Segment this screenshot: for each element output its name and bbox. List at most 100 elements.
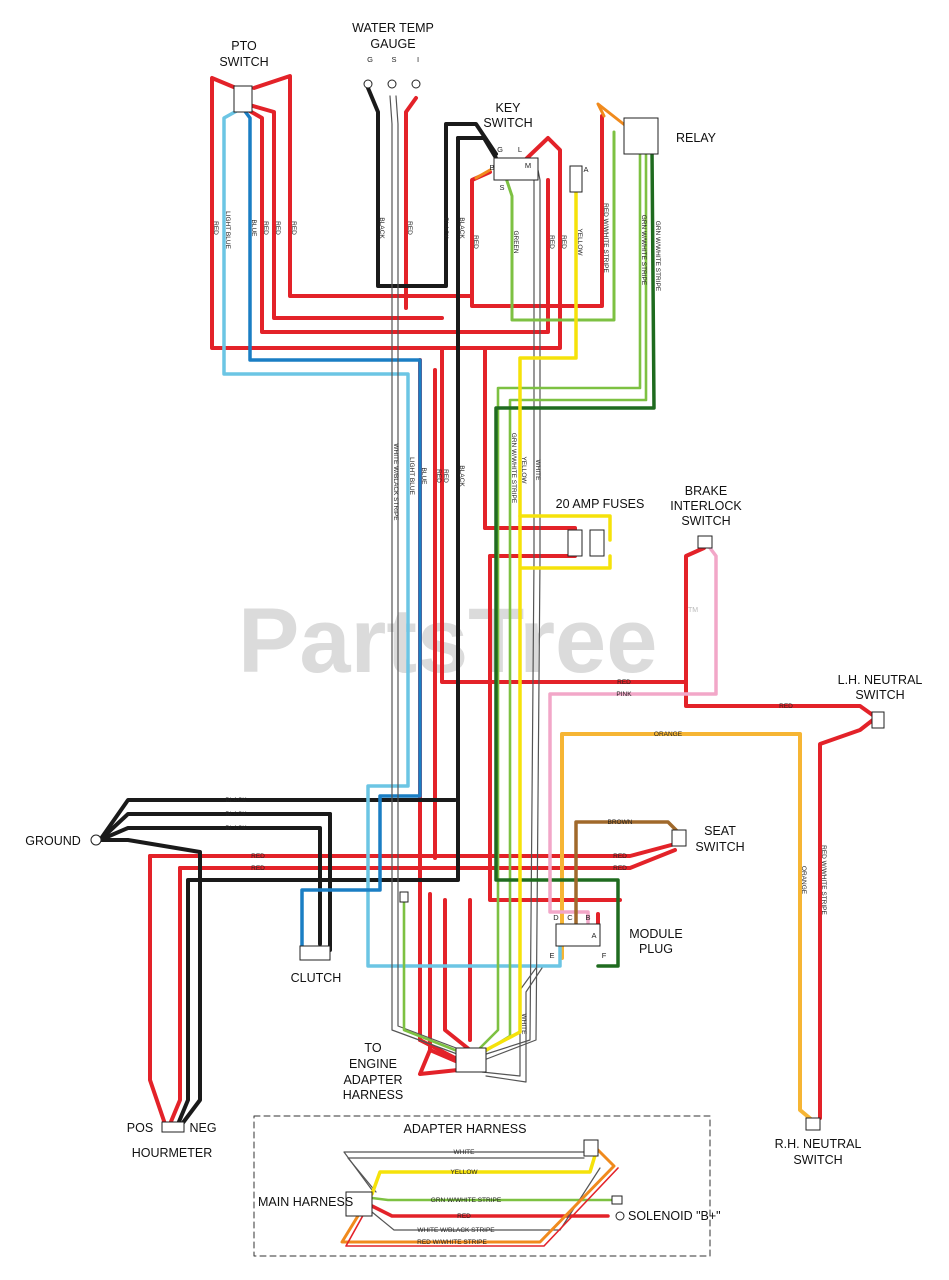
engine-adapter-connector [455, 1047, 487, 1073]
wire-label-black-2: BLACK [442, 217, 449, 239]
watermark: PartsTree [238, 590, 657, 692]
wire-label-red-10: RED [442, 469, 449, 483]
key-switch-label-1: KEY [495, 101, 521, 115]
main-harness-connector [345, 1191, 373, 1217]
wire-label-red-4: RED [290, 221, 297, 235]
wire-label-red-13: RED [251, 853, 265, 860]
water-temp-label-1: WATER TEMP [352, 21, 434, 35]
ground-label: GROUND [25, 834, 81, 848]
lh-neutral-label-2: SWITCH [855, 688, 904, 702]
wire-label-white-3: WHITE [454, 1149, 476, 1156]
wire-label-black-4: BLACK [458, 465, 465, 487]
engine-adapter-label-2: ENGINE [349, 1057, 397, 1071]
connectors [90, 79, 885, 1221]
wire-label-red-9: RED [435, 469, 442, 483]
wire-label-red-2: RED [262, 221, 269, 235]
wire-label-red-14: RED [251, 865, 265, 872]
clutch-label: CLUTCH [291, 971, 342, 985]
wire-label-green-1: GREEN [512, 230, 519, 253]
pin-labels: G S I G B L M S A D C B A E F [367, 55, 607, 960]
rh-neutral-connector [805, 1117, 821, 1131]
wire-label-red-1: RED [212, 221, 219, 235]
orange-wires [474, 102, 814, 1122]
key-pin-b: B [489, 163, 494, 172]
gauge-pin-i: I [417, 55, 419, 64]
brake-label-3: SWITCH [681, 514, 730, 528]
watermark-trademark: TM [688, 607, 698, 614]
key-pin-g: G [497, 145, 503, 154]
red-wires [148, 74, 880, 1126]
module-pin-e: E [549, 951, 554, 960]
brake-switch-connector [697, 535, 713, 549]
hourmeter-label: HOURMETER [132, 1146, 213, 1160]
solenoid-label: SOLENOID "B+" [628, 1209, 721, 1223]
adapter-harness-title: ADAPTER HARNESS [404, 1122, 527, 1136]
engine-adapter-label-4: HARNESS [343, 1088, 403, 1102]
main-harness-label: MAIN HARNESS [258, 1195, 353, 1209]
relay-body [623, 117, 659, 155]
module-pin-d: D [553, 913, 559, 922]
gauge-pin-s: S [391, 55, 396, 64]
key-switch-label-2: SWITCH [483, 116, 532, 130]
gauge-terminal-s [387, 79, 397, 89]
wire-label-light-blue-2: LIGHT BLUE [408, 457, 415, 495]
seat-switch-label-2: SWITCH [695, 840, 744, 854]
black-wires [98, 86, 498, 1126]
wire-label-brown-1: BROWN [608, 819, 633, 826]
engine-adapter-label-3: ADAPTER [343, 1073, 402, 1087]
rh-neutral-label-2: SWITCH [793, 1153, 842, 1167]
wire-label-white-1: WHITE [534, 460, 541, 482]
wire-label-light-blue-1: LIGHT BLUE [224, 211, 231, 249]
ground-terminal [90, 834, 102, 846]
water-temp-label-2: GAUGE [370, 37, 415, 51]
wire-label-red-17: RED [457, 1213, 471, 1220]
pto-switch-label-2: SWITCH [219, 55, 268, 69]
wire-label-grn-white-stripe-2: GRN W/WHITE STRIPE [654, 221, 661, 292]
module-pin-a: A [591, 931, 596, 940]
wire-label-black-1: BLACK [378, 217, 385, 239]
key-switch-connector [493, 157, 539, 181]
blue-wires [222, 106, 562, 968]
adapter-top-connector [583, 1139, 599, 1157]
solenoid-terminal [615, 1211, 625, 1221]
fuses-label: 20 AMP FUSES [556, 497, 645, 511]
engine-inline-connector [399, 891, 409, 903]
key-pin-m: M [525, 161, 531, 170]
rh-neutral-label-1: R.H. NEUTRAL [775, 1137, 862, 1151]
module-plug-label-2: PLUG [639, 942, 673, 956]
lh-neutral-label-1: L.H. NEUTRAL [838, 673, 923, 687]
wire-labels-vertical: RED LIGHT BLUE BLUE RED RED RED BLACK RE… [212, 203, 827, 1035]
engine-adapter-label-1: TO [364, 1041, 381, 1055]
brake-label-1: BRAKE [685, 484, 727, 498]
adapter-harness-wires [340, 1148, 619, 1247]
adapter-green-terminal [611, 1195, 623, 1205]
brown-wires [574, 820, 682, 934]
wire-label-orange-2: ORANGE [654, 731, 683, 738]
wire-label-black-3: BLACK [458, 217, 465, 239]
fuse-2 [589, 529, 605, 557]
brake-label-2: INTERLOCK [670, 499, 742, 513]
module-plug-connector [555, 923, 601, 947]
wire-label-red-5: RED [406, 221, 413, 235]
module-pin-b: B [585, 913, 590, 922]
key-pin-l: L [518, 145, 522, 154]
wire-label-white-black-stripe-2: WHITE W/BLACK STRIPE [417, 1227, 495, 1234]
component-labels: PTO SWITCH WATER TEMP GAUGE KEY SWITCH R… [25, 21, 922, 1167]
seat-switch-label-1: SEAT [704, 824, 736, 838]
wire-label-red-white-stripe-2: RED W/WHITE STRIPE [820, 845, 827, 915]
gauge-terminal-i [411, 79, 421, 89]
key-switch-a-terminal [569, 165, 583, 193]
key-pin-a: A [583, 165, 588, 174]
wire-label-red-11: RED [617, 679, 631, 686]
wire-label-white-black-stripe-1: WHITE W/BLACK STRIPE [392, 443, 399, 521]
hourmeter-neg-label: NEG [189, 1121, 216, 1135]
wire-label-grn-white-stripe-3: GRN W/WHITE STRIPE [510, 433, 517, 504]
pto-switch-label-1: PTO [231, 39, 257, 53]
fuse-1 [567, 529, 583, 557]
module-plug-label-1: MODULE [629, 927, 682, 941]
wire-label-red-7: RED [548, 235, 555, 249]
hourmeter-pos-label: POS [127, 1121, 153, 1135]
seat-switch-connector [671, 829, 687, 847]
wire-label-yellow-2: YELLOW [520, 456, 527, 484]
